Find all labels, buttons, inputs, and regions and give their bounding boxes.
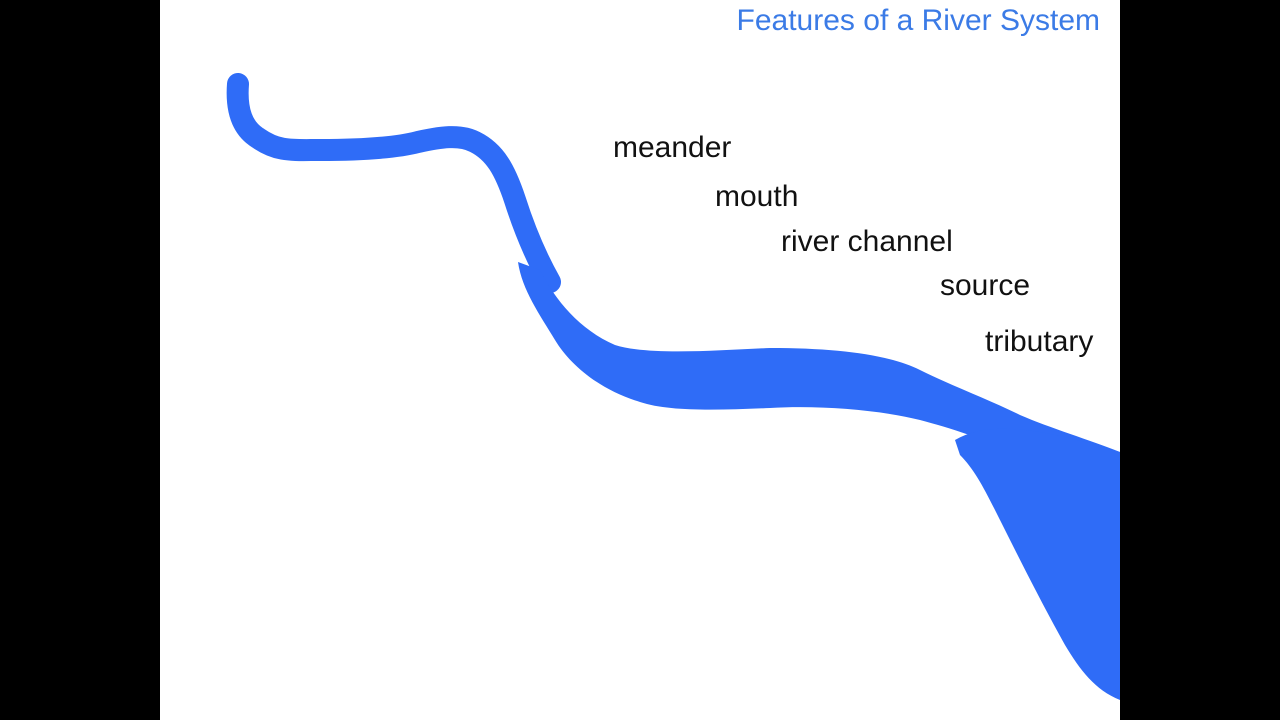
label-meander[interactable]: meander (613, 131, 732, 164)
river-diagram (226, 73, 1120, 700)
label-mouth[interactable]: mouth (715, 180, 799, 213)
river-upper-channel (226, 73, 561, 293)
label-source[interactable]: source (940, 269, 1031, 302)
label-river-channel[interactable]: river channel (781, 225, 953, 258)
river-middle-channel (518, 262, 1120, 470)
slide-canvas: Features of a River System meander mouth… (160, 0, 1120, 720)
label-tributary[interactable]: tributary (985, 325, 1094, 358)
page-title: Features of a River System (736, 4, 1100, 37)
river-mouth-channel (955, 428, 1120, 700)
